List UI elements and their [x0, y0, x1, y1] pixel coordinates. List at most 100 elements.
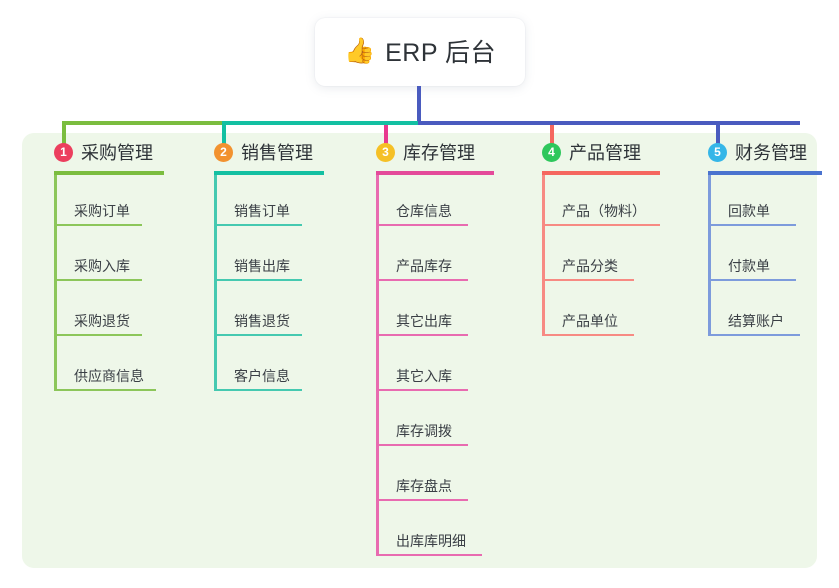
- leaf-item-underline: [542, 334, 634, 336]
- leaf-item-label: 客户信息: [234, 368, 290, 384]
- leaf-item-label: 供应商信息: [74, 368, 144, 384]
- column-badge-2: 2: [214, 142, 233, 162]
- diagram-panel: [22, 133, 817, 568]
- leaf-item[interactable]: 回款单: [690, 175, 807, 230]
- leaf-item-underline: [376, 554, 482, 556]
- leaf-item[interactable]: 出库库明细: [358, 505, 482, 560]
- leaf-item-label: 付款单: [728, 258, 770, 274]
- leaf-item[interactable]: 采购订单: [36, 175, 153, 230]
- bus-segment-3: [418, 121, 800, 125]
- column-underline-4: [542, 171, 660, 175]
- column-2: 2 销售管理销售订单销售出库销售退货客户信息: [196, 133, 324, 395]
- leaf-item-underline: [214, 334, 302, 336]
- leaf-item-label: 采购订单: [74, 203, 130, 219]
- leaf-item[interactable]: 产品库存: [358, 230, 475, 285]
- leaf-item-label: 销售订单: [234, 203, 290, 219]
- drop-connector-column-3: [384, 125, 388, 152]
- leaf-item-label: 结算账户: [728, 313, 784, 329]
- leaf-item-label: 出库库明细: [396, 533, 466, 549]
- leaf-item[interactable]: 销售订单: [196, 175, 313, 230]
- leaf-item-label: 产品库存: [396, 258, 452, 274]
- leaf-item[interactable]: 结算账户: [690, 285, 807, 340]
- leaf-item-underline: [214, 279, 302, 281]
- drop-connector-column-2: [222, 125, 226, 152]
- leaf-item[interactable]: 产品（物料）: [524, 175, 660, 230]
- drop-connector-column-5: [716, 125, 720, 152]
- spine-connector-column-3: [376, 175, 379, 556]
- leaf-item-underline: [214, 224, 302, 226]
- column-header-2[interactable]: 2 销售管理: [196, 133, 324, 175]
- leaf-item-underline: [376, 224, 468, 226]
- leaf-list-column-3: 仓库信息产品库存其它出库其它入库库存调拨库存盘点出库库明细: [358, 175, 482, 560]
- column-header-4[interactable]: 4 产品管理: [524, 133, 660, 175]
- thumbs-up-icon: 👍: [343, 36, 376, 65]
- leaf-item-underline: [376, 334, 468, 336]
- leaf-item-label: 产品单位: [562, 313, 618, 329]
- column-underline-3: [376, 171, 494, 175]
- leaf-item[interactable]: 客户信息: [196, 340, 313, 395]
- spine-connector-column-1: [54, 175, 57, 391]
- column-header-1[interactable]: 1 采购管理: [36, 133, 164, 175]
- leaf-item-underline: [708, 279, 796, 281]
- column-title-4: 产品管理: [569, 143, 641, 163]
- leaf-item[interactable]: 其它入库: [358, 340, 475, 395]
- leaf-item-underline: [214, 389, 302, 391]
- column-underline-1: [54, 171, 164, 175]
- leaf-list-column-2: 销售订单销售出库销售退货客户信息: [196, 175, 313, 395]
- column-title-2: 销售管理: [241, 143, 313, 163]
- leaf-item[interactable]: 产品单位: [524, 285, 641, 340]
- leaf-item-label: 库存调拨: [396, 423, 452, 439]
- leaf-item[interactable]: 供应商信息: [36, 340, 156, 395]
- leaf-item[interactable]: 仓库信息: [358, 175, 475, 230]
- column-badge-4: 4: [542, 142, 561, 162]
- leaf-item-label: 其它入库: [396, 368, 452, 384]
- column-title-1: 采购管理: [81, 143, 153, 163]
- leaf-item[interactable]: 销售出库: [196, 230, 313, 285]
- leaf-item-underline: [376, 499, 468, 501]
- drop-connector-column-1: [62, 125, 66, 152]
- leaf-item[interactable]: 库存盘点: [358, 450, 475, 505]
- leaf-item-label: 采购退货: [74, 313, 130, 329]
- leaf-item-label: 采购入库: [74, 258, 130, 274]
- column-underline-5: [708, 171, 822, 175]
- leaf-item-label: 产品分类: [562, 258, 618, 274]
- column-badge-3: 3: [376, 142, 395, 162]
- column-underline-2: [214, 171, 324, 175]
- root-node-card[interactable]: 👍 ERP 后台: [315, 18, 525, 86]
- leaf-item-underline: [54, 334, 142, 336]
- leaf-item-underline: [376, 279, 468, 281]
- spine-connector-column-4: [542, 175, 545, 336]
- leaf-item-underline: [376, 444, 468, 446]
- column-1: 1 采购管理采购订单采购入库采购退货供应商信息: [36, 133, 164, 395]
- leaf-item[interactable]: 其它出库: [358, 285, 475, 340]
- root-node-content: 👍 ERP 后台: [344, 33, 496, 69]
- leaf-item[interactable]: 库存调拨: [358, 395, 475, 450]
- leaf-item-underline: [54, 224, 142, 226]
- leaf-item-underline: [54, 279, 142, 281]
- leaf-item-label: 产品（物料）: [562, 203, 646, 219]
- leaf-item[interactable]: 采购退货: [36, 285, 153, 340]
- column-badge-1: 1: [54, 142, 73, 162]
- leaf-item-label: 回款单: [728, 203, 770, 219]
- spine-connector-column-2: [214, 175, 217, 391]
- leaf-item-underline: [708, 334, 800, 336]
- leaf-item-label: 其它出库: [396, 313, 452, 329]
- leaf-item[interactable]: 采购入库: [36, 230, 153, 285]
- column-title-5: 财务管理: [735, 143, 807, 163]
- root-node-title: ERP 后台: [385, 39, 497, 67]
- leaf-item[interactable]: 产品分类: [524, 230, 641, 285]
- leaf-list-column-1: 采购订单采购入库采购退货供应商信息: [36, 175, 156, 395]
- leaf-item-label: 销售出库: [234, 258, 290, 274]
- leaf-list-column-4: 产品（物料） 产品分类产品单位: [524, 175, 660, 340]
- leaf-item[interactable]: 销售退货: [196, 285, 313, 340]
- leaf-item-label: 销售退货: [234, 313, 290, 329]
- leaf-item-underline: [708, 224, 796, 226]
- leaf-item-underline: [376, 389, 468, 391]
- leaf-item-label: 仓库信息: [396, 203, 452, 219]
- leaf-item[interactable]: 付款单: [690, 230, 807, 285]
